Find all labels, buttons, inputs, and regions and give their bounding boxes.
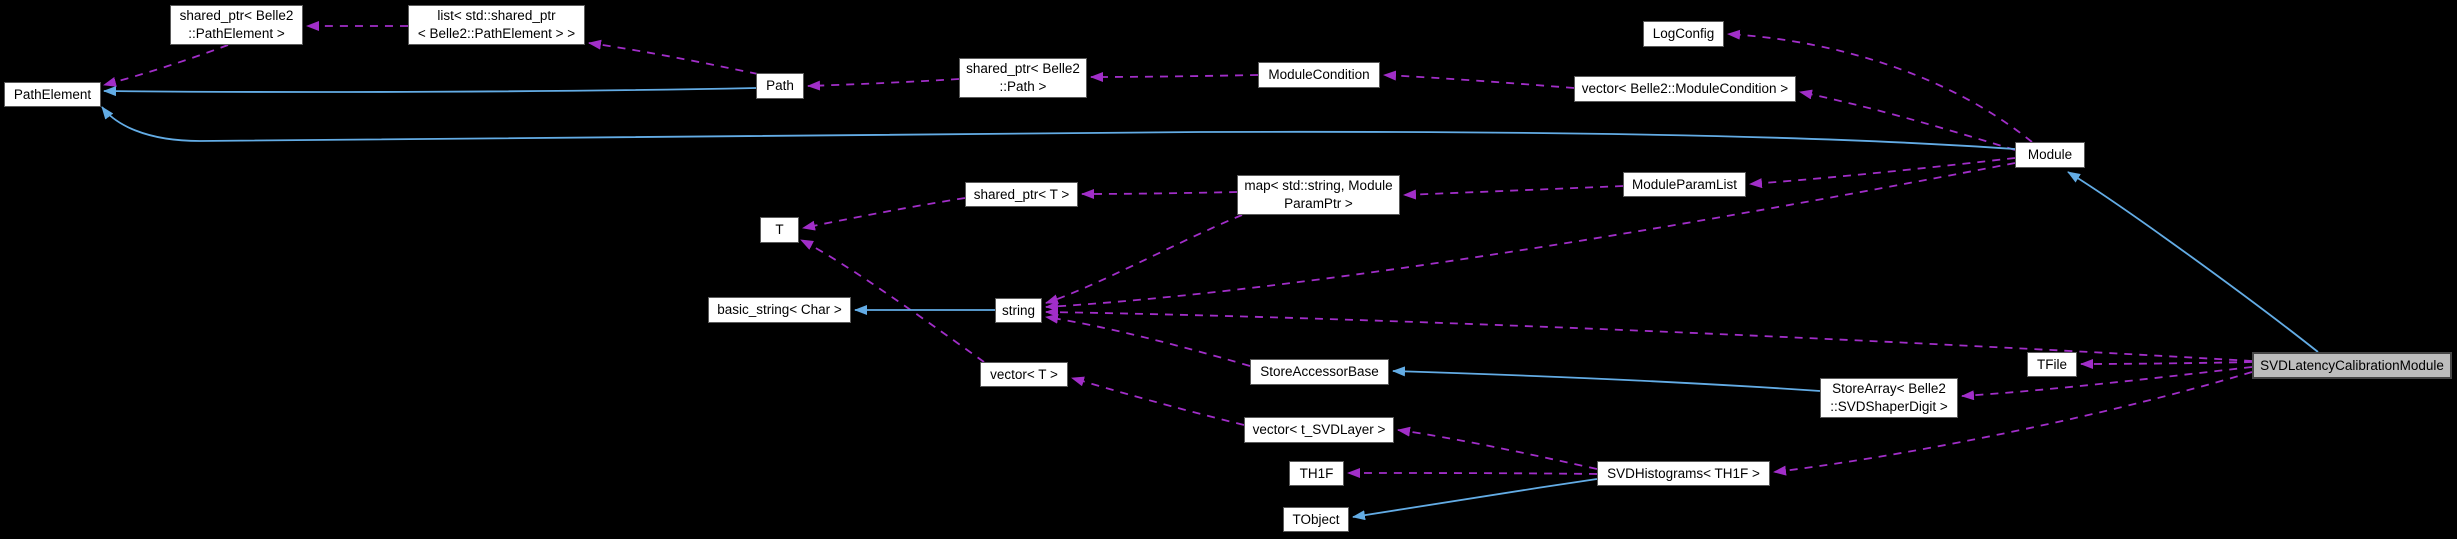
edge-module-to-log-config: [1727, 29, 2033, 143]
node-label: LogConfig: [1652, 26, 1715, 42]
node-string[interactable]: string: [995, 298, 1042, 323]
node-label: ModuleParamList: [1631, 176, 1738, 192]
node-label: ::PathElement >: [188, 26, 285, 41]
node-label: TFile: [2037, 356, 2067, 372]
node-tfile[interactable]: TFile: [2027, 352, 2077, 377]
node-label: basic_string< Char >: [717, 302, 842, 318]
node-label: shared_ptr< Belle2: [966, 61, 1080, 77]
node-log-config[interactable]: LogConfig: [1643, 21, 1724, 47]
node-vector-t-svdlayer[interactable]: vector< t_SVDLayer >: [1244, 417, 1394, 443]
edge-svd-latency-calibration-module-to-string: [1045, 307, 2253, 362]
node-label: string: [1001, 302, 1035, 318]
edge-module-condition-to-shared-ptr-path: [1090, 71, 1259, 82]
node-label: vector< Belle2::ModuleCondition >: [1581, 81, 1789, 97]
node-label: Module: [2027, 147, 2073, 163]
node-basic-string-char[interactable]: basic_string< Char >: [708, 297, 851, 323]
edge-path-to-path-element: [103, 86, 757, 97]
node-shared-ptr-path-element[interactable]: shared_ptr< Belle2::PathElement >: [170, 5, 303, 45]
edge-map-string-module-param-ptr-to-shared-ptr-t: [1081, 188, 1238, 199]
node-label: list< std::shared_ptr: [437, 8, 556, 24]
node-label: shared_ptr< T >: [973, 186, 1070, 202]
edge-module-to-path-element: [101, 106, 2016, 150]
node-store-accessor-base[interactable]: StoreAccessorBase: [1250, 359, 1389, 385]
edge-module-to-string: [1045, 162, 2016, 312]
node-module[interactable]: Module: [2015, 142, 2085, 168]
node-module-condition[interactable]: ModuleCondition: [1258, 62, 1380, 88]
node-shared-ptr-t[interactable]: shared_ptr< T >: [965, 182, 1078, 207]
node-label: < Belle2::PathElement > >: [417, 26, 576, 41]
edge-map-string-module-param-ptr-to-string: [1045, 214, 1243, 305]
node-label: ParamPtr >: [1284, 196, 1353, 211]
node-label: shared_ptr< Belle2: [179, 8, 294, 24]
node-label: StoreAccessorBase: [1260, 364, 1379, 380]
node-label: PathElement: [13, 86, 92, 102]
node-th1f[interactable]: TH1F: [1289, 461, 1344, 486]
node-label: Path: [766, 78, 794, 94]
node-label: vector< t_SVDLayer >: [1252, 422, 1386, 438]
edge-vector-t-to-t: [800, 239, 985, 363]
node-label: ::Path >: [999, 79, 1047, 94]
node-label: ::SVDShaperDigit >: [1830, 399, 1948, 414]
node-label: vector< T >: [990, 366, 1058, 382]
node-label: SVDHistograms< TH1F >: [1607, 465, 1760, 481]
node-label: TObject: [1292, 511, 1340, 527]
node-path[interactable]: Path: [756, 73, 804, 99]
edge-store-array-svd-shaper-digit-to-store-accessor-base: [1392, 366, 1821, 392]
edge-store-accessor-base-to-string: [1045, 313, 1251, 367]
node-t[interactable]: T: [760, 217, 799, 243]
edge-svd-latency-calibration-module-to-tfile: [2080, 358, 2253, 369]
node-label: StoreArray< Belle2: [1832, 381, 1946, 397]
node-vector-module-condition[interactable]: vector< Belle2::ModuleCondition >: [1574, 76, 1796, 102]
node-svd-latency-calibration-module: SVDLatencyCalibrationModule: [2252, 352, 2452, 379]
node-svd-histograms-th1f[interactable]: SVDHistograms< TH1F >: [1597, 461, 1770, 486]
edge-vector-t-svdlayer-to-vector-t: [1071, 376, 1245, 426]
node-label: TH1F: [1299, 465, 1334, 481]
edge-svd-latency-calibration-module-to-module: [2067, 171, 2319, 353]
edge-svd-latency-calibration-module-to-store-array-svd-shaper-digit: [1961, 366, 2253, 401]
node-store-array-svd-shaper-digit[interactable]: StoreArray< Belle2::SVDShaperDigit >: [1820, 378, 1958, 418]
edge-module-param-list-to-map-string-module-param-ptr: [1403, 185, 1624, 200]
node-label: map< std::string, Module: [1244, 178, 1393, 194]
node-tobject[interactable]: TObject: [1283, 507, 1349, 532]
edge-module-to-vector-module-condition: [1799, 89, 2016, 151]
node-label: ModuleCondition: [1268, 67, 1370, 83]
edge-module-to-module-param-list: [1749, 157, 2016, 189]
edge-svd-histograms-th1f-to-vector-t-svdlayer: [1397, 426, 1598, 470]
edge-svd-histograms-th1f-to-th1f: [1347, 468, 1598, 479]
node-shared-ptr-path[interactable]: shared_ptr< Belle2::Path >: [959, 58, 1087, 98]
node-label: T: [775, 222, 784, 238]
edge-svd-histograms-th1f-to-tobject: [1352, 478, 1598, 521]
edge-shared-ptr-path-to-path: [807, 78, 960, 91]
edge-shared-ptr-t-to-t: [802, 197, 966, 231]
edge-path-to-list-shared-ptr-path-element: [588, 39, 759, 75]
node-module-param-list[interactable]: ModuleParamList: [1623, 172, 1746, 197]
node-list-shared-ptr-path-element[interactable]: list< std::shared_ptr< Belle2::PathEleme…: [408, 5, 585, 45]
node-label: SVDLatencyCalibrationModule: [2260, 357, 2444, 373]
node-vector-t[interactable]: vector< T >: [980, 362, 1068, 387]
node-path-element[interactable]: PathElement: [4, 82, 101, 107]
edge-svd-latency-calibration-module-to-svd-histograms-th1f: [1773, 371, 2253, 476]
edge-vector-module-condition-to-module-condition: [1383, 70, 1575, 89]
edge-shared-ptr-path-element-to-path-element: [103, 44, 229, 87]
